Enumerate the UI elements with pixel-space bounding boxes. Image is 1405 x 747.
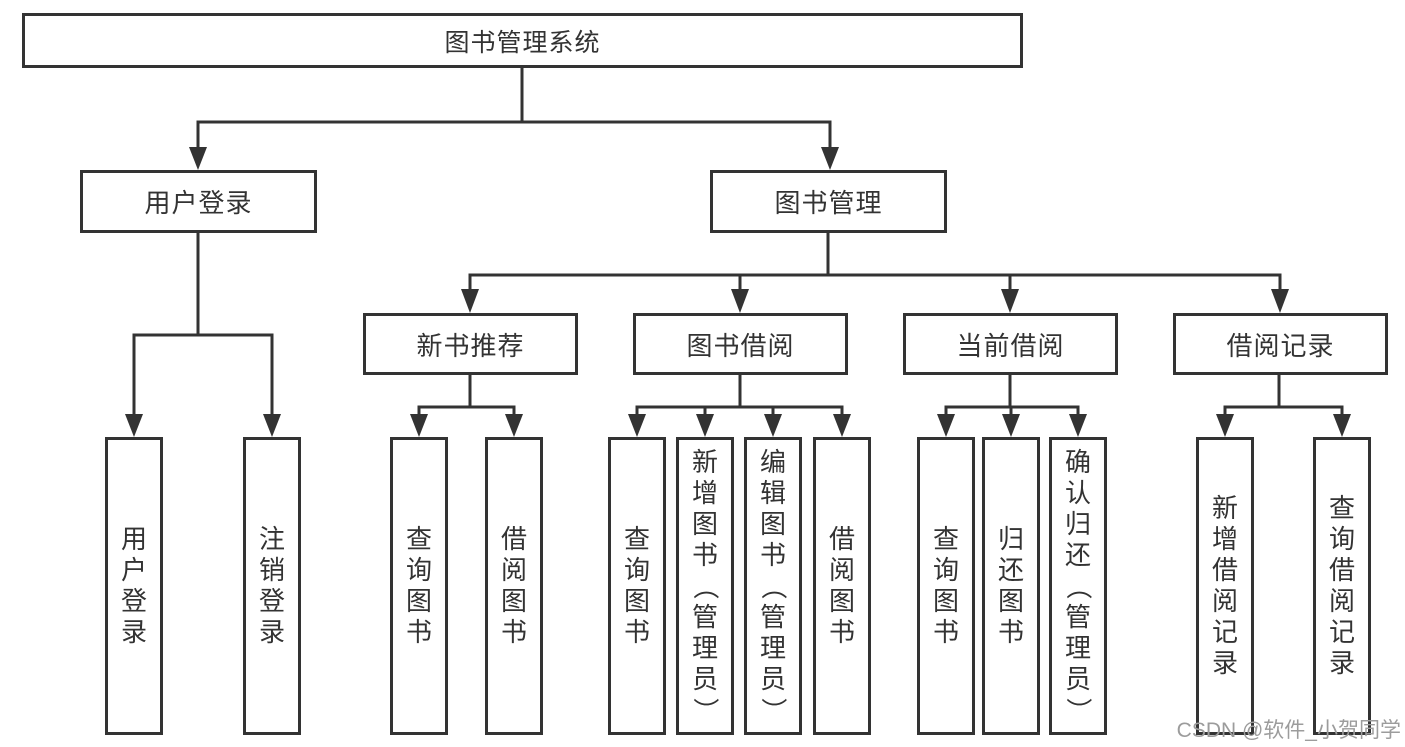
node-label: 确认归还（管理员） (1063, 446, 1094, 724)
node-label: 新书推荐 (416, 330, 525, 361)
node-label: 用户登录 (144, 188, 253, 218)
leaf-borrow-books-borrowing: 借阅图书 (813, 437, 871, 735)
leaf-query-books-recommend: 查询图书 (390, 437, 448, 735)
node-label: 用户登录 (120, 524, 147, 647)
node-label: 当前借阅 (956, 330, 1065, 361)
node-label: 归还图书 (997, 524, 1024, 647)
leaf-return-books: 归还图书 (982, 437, 1040, 735)
node-label: 借阅图书 (828, 524, 855, 647)
node-label: 借阅记录 (1226, 330, 1335, 361)
node-user-login: 用户登录 (80, 170, 317, 233)
leaf-query-books-current: 查询图书 (917, 437, 975, 735)
node-book-management: 图书管理 (710, 170, 947, 233)
node-current-borrowing: 当前借阅 (903, 313, 1118, 375)
node-label: 注销登录 (258, 524, 285, 647)
leaf-borrow-books-recommend: 借阅图书 (485, 437, 543, 735)
node-label: 图书管理系统 (444, 28, 601, 57)
node-label: 借阅图书 (500, 524, 527, 647)
node-borrowing-records: 借阅记录 (1173, 313, 1388, 375)
node-book-management-system: 图书管理系统 (22, 13, 1023, 68)
leaf-add-books-admin: 新增图书（管理员） (676, 437, 734, 735)
leaf-confirm-return-admin: 确认归还（管理员） (1049, 437, 1107, 735)
leaf-edit-books-admin: 编辑图书（管理员） (744, 437, 802, 735)
node-book-borrowing: 图书借阅 (633, 313, 848, 375)
node-label: 查询图书 (623, 524, 650, 647)
leaf-query-borrow-record: 查询借阅记录 (1313, 437, 1371, 735)
node-label: 图书管理 (774, 188, 883, 218)
leaf-logout: 注销登录 (243, 437, 301, 735)
node-label: 编辑图书（管理员） (758, 446, 789, 724)
leaf-query-books-borrowing: 查询图书 (608, 437, 666, 735)
node-label: 查询借阅记录 (1328, 493, 1355, 678)
node-label: 新增借阅记录 (1211, 493, 1238, 678)
leaf-user-login: 用户登录 (105, 437, 163, 735)
node-label: 查询图书 (932, 524, 959, 647)
node-label: 新增图书（管理员） (690, 446, 721, 724)
node-new-book-recommendation: 新书推荐 (363, 313, 578, 375)
node-label: 图书借阅 (686, 330, 795, 361)
node-label: 查询图书 (405, 524, 432, 647)
csdn-watermark: CSDN @软件_小贺同学 (1176, 719, 1401, 742)
leaf-add-borrow-record: 新增借阅记录 (1196, 437, 1254, 735)
